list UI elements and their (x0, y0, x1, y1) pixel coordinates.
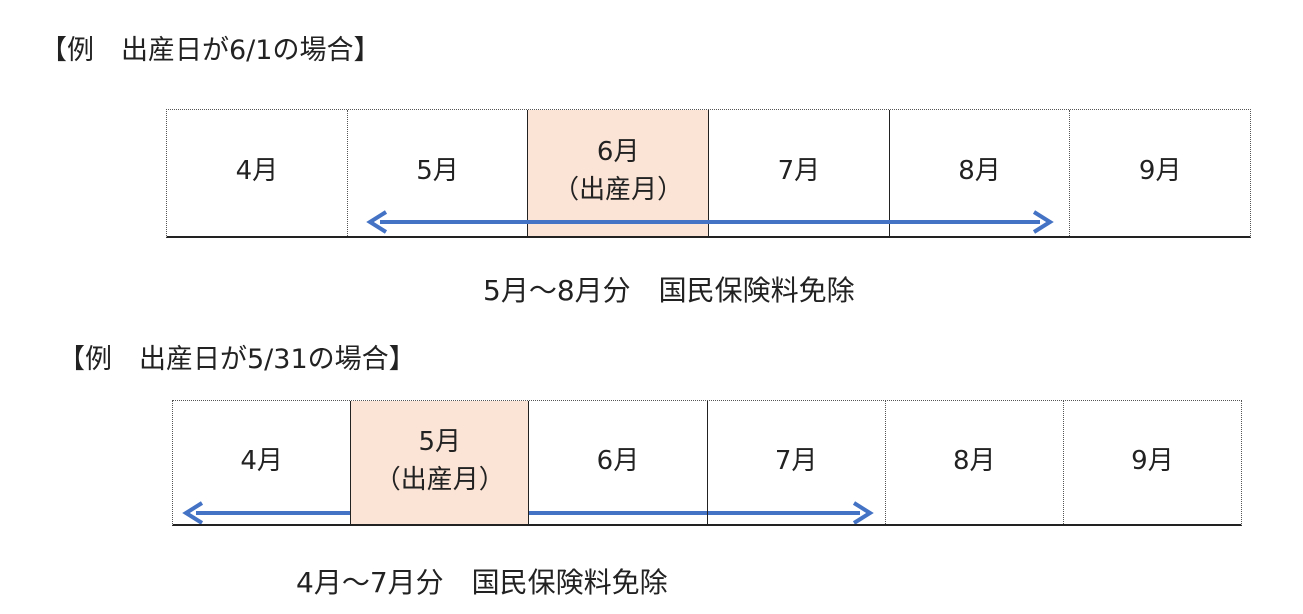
month-label: 4月 (235, 156, 279, 186)
example1-month-cell: 5月 (346, 110, 528, 236)
example1-caption: 5月～8月分 国民保険料免除 (483, 274, 855, 307)
example2-month-cell: 8月 (884, 401, 1063, 524)
month-label: 7月 (777, 156, 821, 186)
month-label: 5月 (416, 156, 459, 186)
example1-month-cell: 8月 (888, 110, 1070, 236)
example1-month-cell: 9月 (1069, 110, 1250, 236)
month-label: 6月 (596, 445, 640, 476)
month-label: 7月 (774, 445, 818, 476)
example2-month-cell: 6月 (528, 401, 706, 524)
example2-month-cell: 7月 (706, 401, 885, 524)
month-label: 5月 (418, 426, 462, 457)
example2-caption: 4月～7月分 国民保険料免除 (296, 566, 668, 599)
month-label: 8月 (953, 445, 996, 476)
month-label: 9月 (1138, 156, 1182, 186)
example2-month-cell: 4月 (173, 401, 350, 524)
example2-birth-month-cell: 5月 （出産月） (350, 401, 529, 524)
month-label: 9月 (1131, 445, 1174, 476)
birth-month-note: （出産月） (374, 464, 505, 495)
month-label: 6月 (596, 137, 640, 167)
example1-month-table: 4月 5月 6月 （出産月） 7月 8月 9月 (166, 109, 1251, 238)
example2-heading: 【例 出産日が5/31の場合】 (58, 344, 416, 375)
month-label: 4月 (240, 445, 283, 476)
example1-heading: 【例 出産日が6/1の場合】 (40, 35, 381, 66)
birth-month-note: （出産月） (553, 175, 684, 205)
month-label: 8月 (958, 156, 1001, 186)
example1-birth-month-cell: 6月 （出産月） (527, 110, 709, 236)
example2-month-table: 4月 5月 （出産月） 6月 7月 8月 9月 (172, 400, 1242, 526)
example1-month-cell: 7月 (708, 110, 889, 236)
example2-month-cell: 9月 (1062, 401, 1241, 524)
example1-month-cell: 4月 (167, 110, 347, 236)
